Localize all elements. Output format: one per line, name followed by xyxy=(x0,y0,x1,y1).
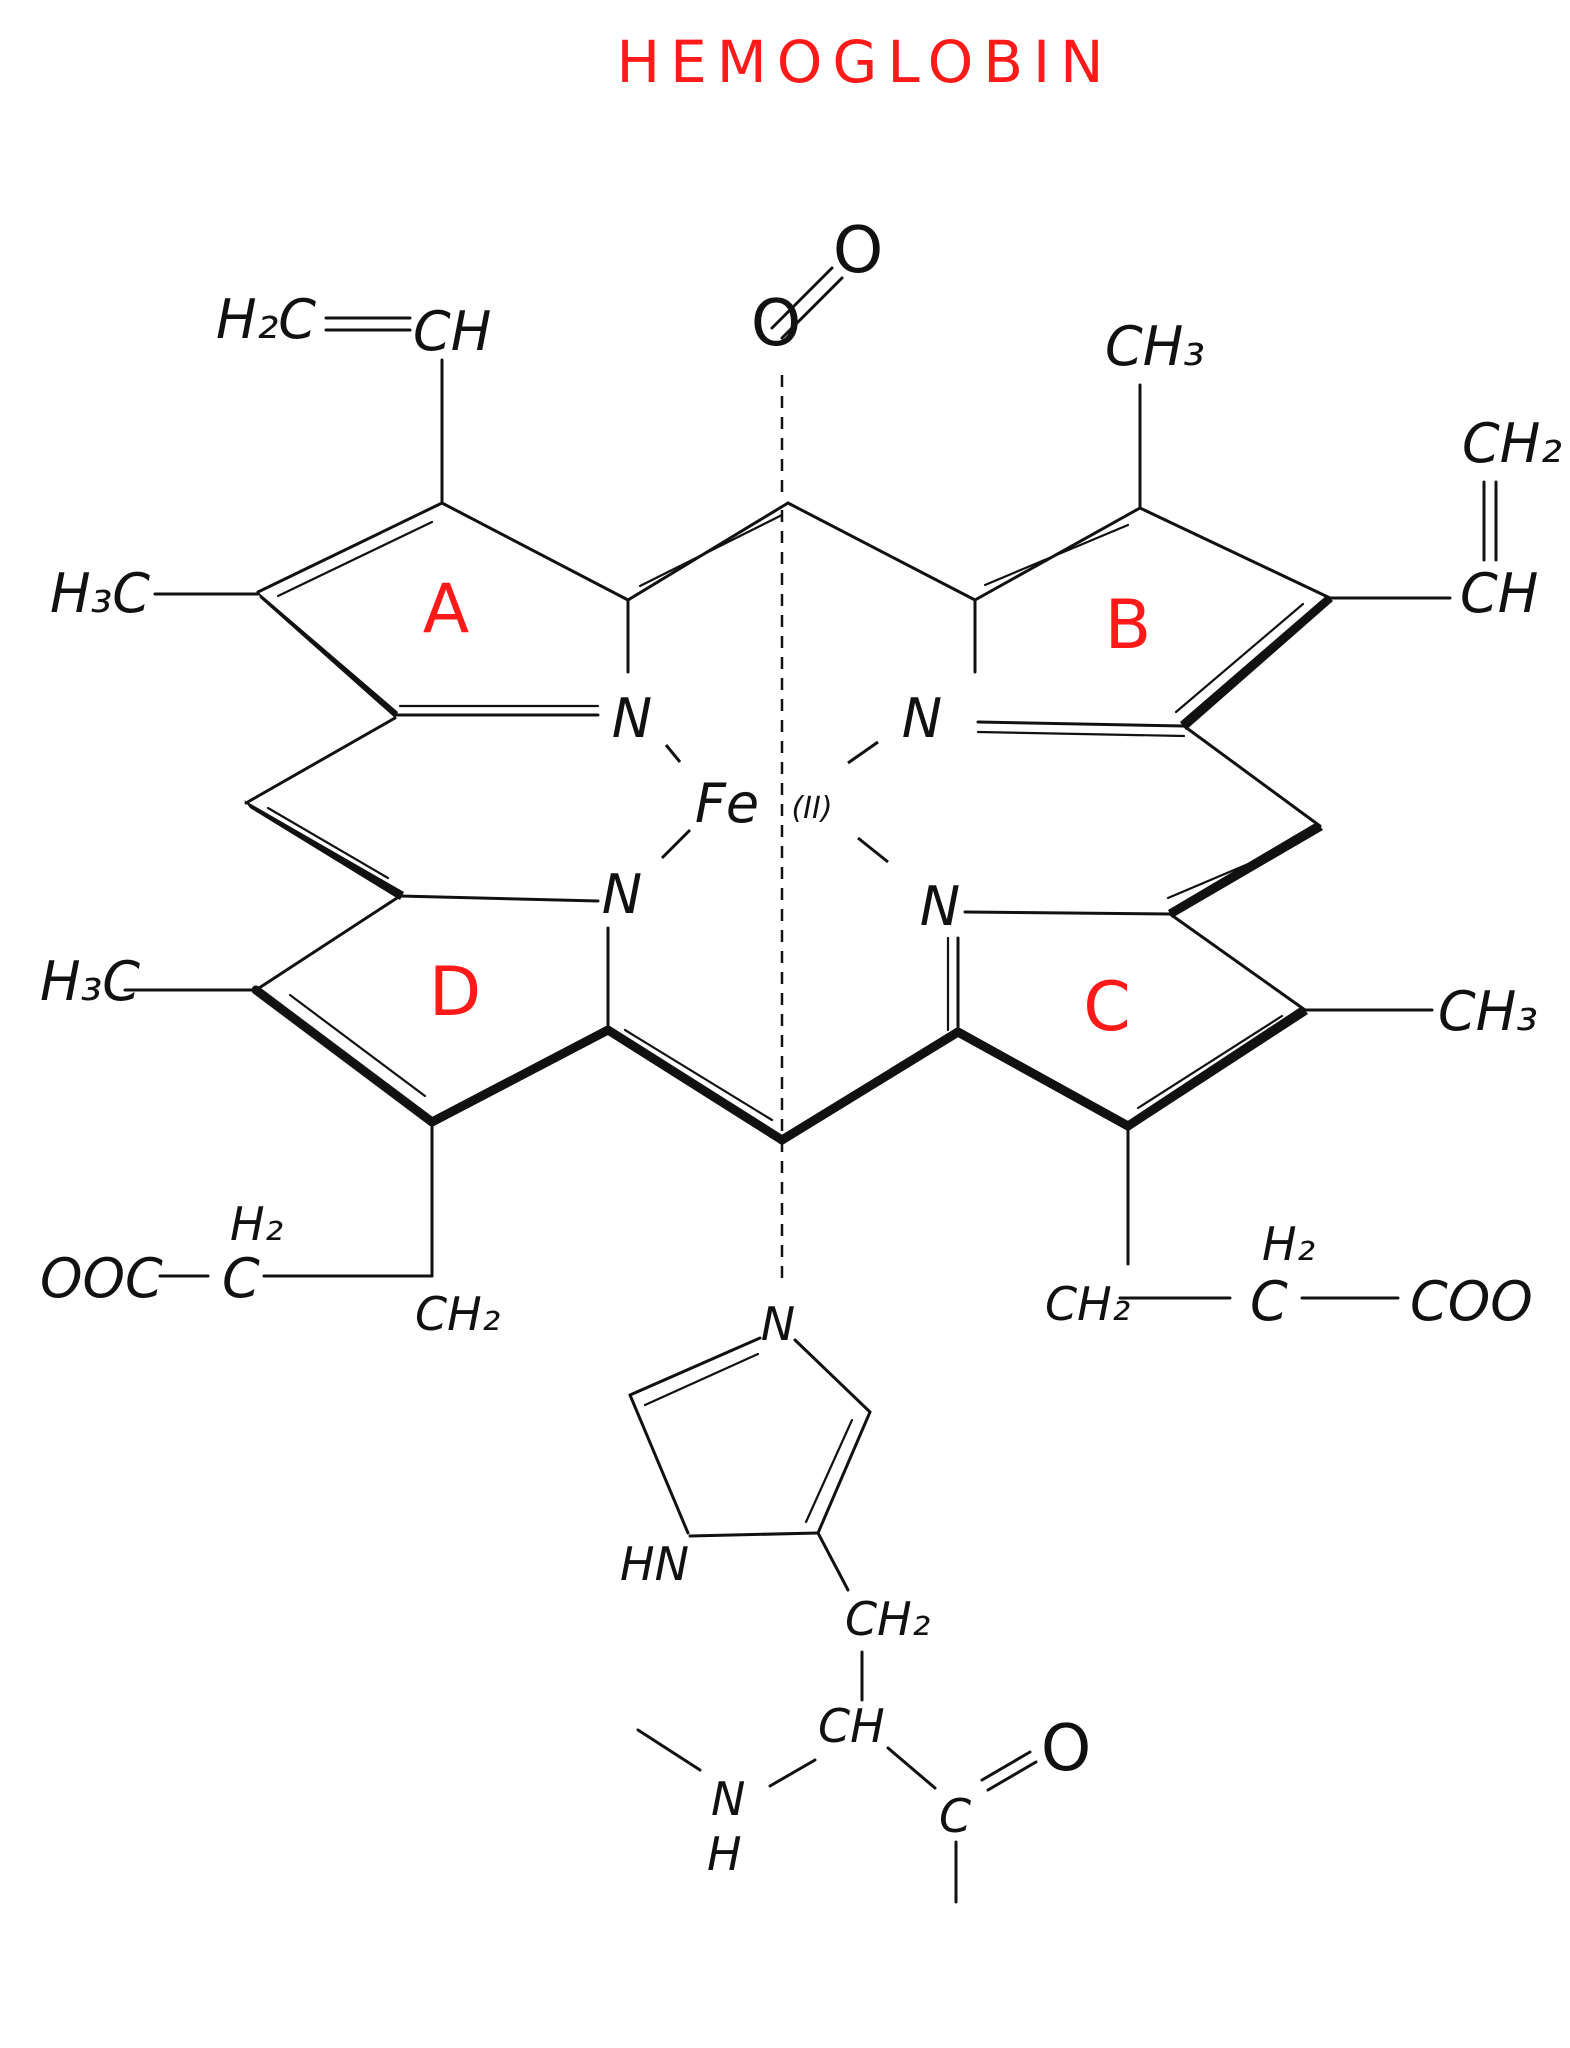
ring-d-bond-top xyxy=(398,894,600,903)
iron-oxidation-state: (II) xyxy=(791,791,832,826)
vinyl-a-h2c-label: H₂C xyxy=(216,288,316,351)
fe-n-a-bond xyxy=(664,744,682,763)
substituent-bonds xyxy=(123,316,1498,1300)
ring-label-c: C xyxy=(1083,968,1130,1047)
oxygen-terminal: O xyxy=(833,214,883,288)
his-ch2-bond xyxy=(816,1531,850,1592)
ring-d-bond-bottom xyxy=(427,1025,613,1127)
ring-b-wedge-bond xyxy=(1180,595,1333,730)
imidazole-c-c xyxy=(816,1410,872,1535)
meso-bottom-double xyxy=(623,1028,774,1122)
meso-left-double xyxy=(266,806,390,880)
propionate-c-ch2-label: CH₂ xyxy=(1045,1277,1130,1331)
propionate-d-h2-label: H₂ xyxy=(230,1197,283,1251)
ring-a-bond-top-left xyxy=(256,501,444,594)
imidazole-n-c-left xyxy=(628,1336,762,1397)
fe-n-d-bond xyxy=(660,828,692,860)
imidazole-double-left xyxy=(643,1352,760,1407)
histidine-h: H xyxy=(707,1827,742,1881)
methyl-c-label: CH₃ xyxy=(1438,980,1538,1043)
ring-c-bond-right xyxy=(1168,912,1307,1012)
histidine-c: C xyxy=(939,1789,971,1843)
imidazole-c-nh xyxy=(628,1393,690,1535)
propionate-d-ch2-label: CH₂ xyxy=(415,1287,500,1341)
methyl-d-label: H₃C xyxy=(40,950,140,1013)
his-co-double-2 xyxy=(986,1760,1038,1792)
vinyl-b-ch2-label: CH₂ xyxy=(1462,412,1562,475)
his-n-chain-bond xyxy=(636,1728,702,1772)
imidazole-n-c xyxy=(793,1338,872,1414)
meso-right-double xyxy=(1166,840,1302,900)
imidazole-double-right xyxy=(804,1418,854,1524)
ring-a-wedge-bond xyxy=(258,592,398,718)
histidine-ch2: CH₂ xyxy=(845,1592,930,1646)
ring-b-double-bottom xyxy=(976,730,1186,738)
histidine-ch: CH xyxy=(818,1699,885,1753)
ring-b-double-inner xyxy=(983,523,1130,587)
ring-c-bond-top xyxy=(963,910,1172,916)
meso-right-wedge xyxy=(1168,822,1323,918)
histidine-o: O xyxy=(1041,1712,1091,1786)
propionate-c-c-label: C xyxy=(1250,1270,1288,1333)
meso-left-wedge xyxy=(244,800,404,900)
nitrogen-ring-a: N xyxy=(612,687,652,750)
ring-c-wedge-bond xyxy=(1126,1006,1308,1130)
ring-a-double-bond-inner xyxy=(276,520,434,598)
fe-n-b-bond xyxy=(847,740,879,765)
ring-b-double-right xyxy=(1174,602,1305,714)
nitrogen-ring-b: N xyxy=(902,687,942,750)
meso-top-double xyxy=(638,513,784,588)
fe-n-c-bond xyxy=(857,836,889,864)
imidazole-nh-c xyxy=(688,1531,820,1538)
propionate-c-coo-label: COO xyxy=(1410,1270,1533,1333)
diagram-title: HEMOGLOBIN xyxy=(616,28,1113,96)
ring-a-bond-top-right xyxy=(440,501,630,602)
vinyl-a-ch-label: CH xyxy=(413,300,491,363)
ring-b-bond-top-right xyxy=(1138,506,1332,600)
propionate-d-c-label: C xyxy=(222,1247,260,1310)
o-o-double-2 xyxy=(780,276,844,340)
oxygen-bound: O xyxy=(751,287,801,361)
meso-left-upper xyxy=(244,716,397,805)
meso-bottom-left xyxy=(603,1025,787,1145)
ring-b-bond-bottom xyxy=(976,720,1186,728)
nitrogen-ring-d: N xyxy=(602,863,642,926)
ring-d-double-inner xyxy=(288,993,427,1098)
vinyl-b-ch-label: CH xyxy=(1460,562,1538,625)
meso-top-right xyxy=(786,501,977,602)
ring-d-bond-bottom-left xyxy=(251,985,437,1127)
coordination-bonds xyxy=(660,266,889,1285)
meso-bottom-right xyxy=(777,1027,963,1145)
propionate-d-coo-label: OOC xyxy=(40,1247,163,1310)
methyl-a-label: H₃C xyxy=(50,562,150,625)
methyl-b-label: CH₃ xyxy=(1105,315,1205,378)
ring-c-bond-bottom xyxy=(953,1027,1133,1131)
ring-c-double-inner xyxy=(1136,1014,1284,1110)
ring-label-a: A xyxy=(423,570,470,649)
histidine-ring-n: N xyxy=(761,1297,795,1351)
ring-label-d: D xyxy=(429,953,481,1032)
meso-right-upper xyxy=(1182,724,1322,828)
propionate-c-h2-label: H₂ xyxy=(1262,1217,1315,1271)
his-ch-c-bond xyxy=(886,1746,937,1790)
histidine-n: N xyxy=(711,1772,745,1826)
ring-d-bond-top-left xyxy=(254,894,402,992)
iron-label: Fe xyxy=(695,772,759,835)
histidine-ring-nh: HN xyxy=(620,1537,689,1591)
ring-label-b: B xyxy=(1105,586,1152,665)
nitrogen-ring-c: N xyxy=(920,875,960,938)
porphyrin-bonds xyxy=(244,501,1333,1145)
o-o-double-1 xyxy=(770,266,834,330)
his-co-double-1 xyxy=(980,1750,1032,1782)
histidine-bonds xyxy=(628,1336,1038,1904)
his-ch-n-bond xyxy=(768,1758,817,1788)
